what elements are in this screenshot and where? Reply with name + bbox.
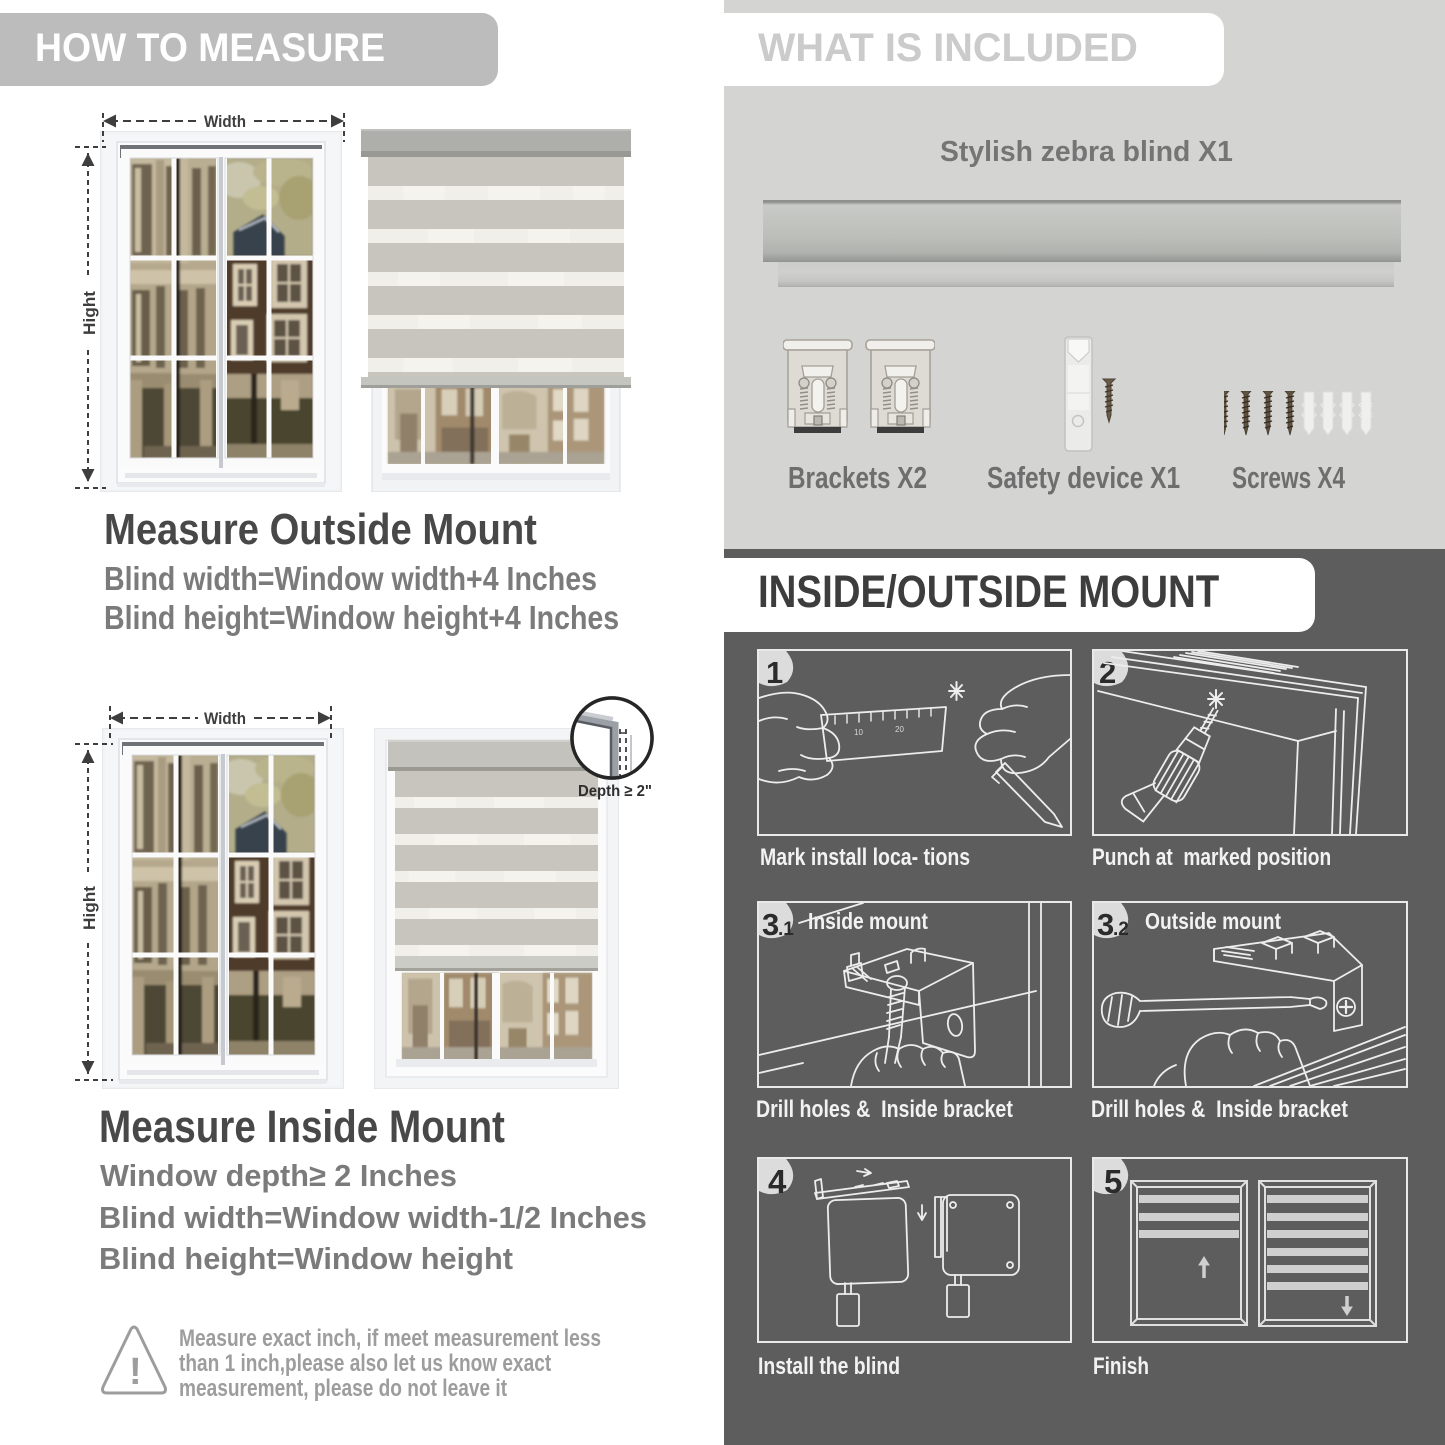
svg-text:Width: Width — [204, 112, 246, 131]
svg-text:5: 5 — [1104, 1163, 1122, 1200]
svg-text:.2: .2 — [1113, 919, 1129, 940]
svg-text:3: 3 — [762, 907, 779, 942]
svg-text:20: 20 — [895, 725, 904, 734]
svg-text:10: 10 — [854, 728, 863, 737]
svg-text:Hight: Hight — [80, 886, 99, 930]
svg-text:Width: Width — [204, 709, 246, 728]
svg-text:Hight: Hight — [80, 291, 99, 335]
svg-text:3: 3 — [1097, 907, 1114, 942]
svg-text:.1: .1 — [778, 919, 794, 940]
svg-text:!: ! — [129, 1351, 142, 1393]
svg-text:4: 4 — [768, 1163, 787, 1200]
svg-text:1: 1 — [766, 655, 783, 690]
